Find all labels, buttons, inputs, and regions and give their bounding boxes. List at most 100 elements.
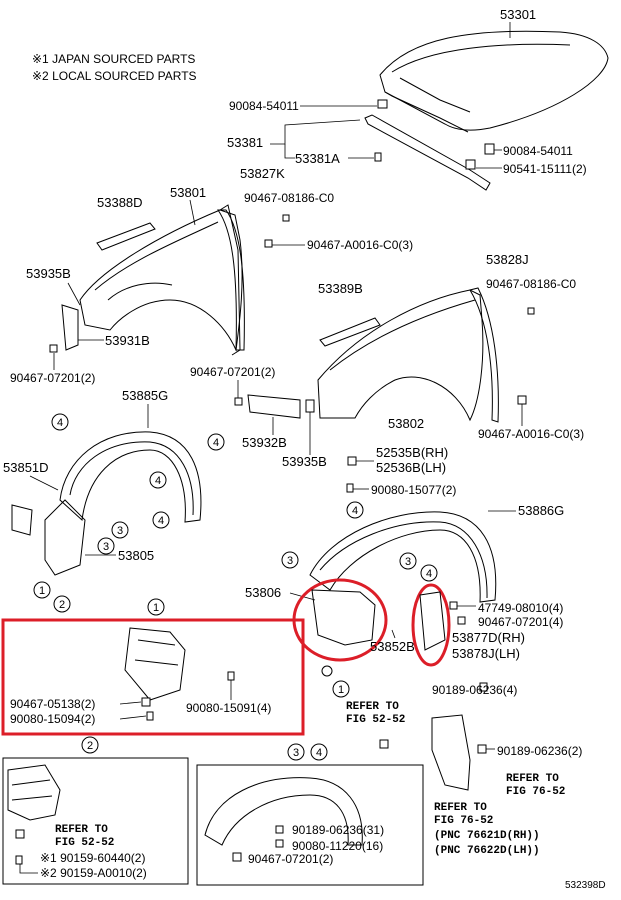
label-hood-clip-right: 90084-54011 bbox=[503, 144, 573, 158]
hood-seal-strip bbox=[364, 114, 491, 191]
inset-3-callout: 3 bbox=[293, 747, 299, 759]
label-clip-07201-left: 90467-07201(2) bbox=[10, 371, 95, 385]
svg-text:1: 1 bbox=[39, 585, 45, 597]
cushion-icon bbox=[465, 159, 476, 170]
lh-mudflap bbox=[247, 394, 301, 419]
inset2-refer-line1: REFER TO bbox=[55, 824, 108, 836]
clip-icon bbox=[484, 143, 495, 155]
label-inset1-clip: 90467-05138(2) bbox=[10, 697, 95, 711]
svg-text:4: 4 bbox=[158, 515, 164, 527]
svg-text:3: 3 bbox=[405, 556, 411, 568]
label-inset1-bolt: 90080-15094(2) bbox=[10, 712, 95, 726]
lh-fender-seal-strip bbox=[319, 317, 381, 347]
nut-icon bbox=[321, 665, 333, 677]
label-clip-07201-mid: 90467-07201(2) bbox=[190, 365, 275, 379]
label-lh-bracket: 53935B bbox=[282, 454, 327, 469]
seal-part bbox=[419, 591, 446, 651]
inset-34-box bbox=[196, 764, 424, 886]
note-local: ※2 LOCAL SOURCED PARTS bbox=[32, 69, 197, 83]
label-protector-lh: 52536B(LH) bbox=[376, 460, 446, 475]
pnc-lh: (PNC 76622D(LH)) bbox=[434, 845, 540, 857]
clip-icon bbox=[377, 99, 388, 109]
label-clip-a0016-left: 90467-A0016-C0(3) bbox=[307, 238, 413, 252]
label-clip-47749: 47749-08010(4) bbox=[478, 601, 563, 615]
label-seal-rh: 53877D(RH) bbox=[452, 630, 525, 645]
pnc-rh: (PNC 76621D(RH)) bbox=[434, 830, 540, 842]
label-inset34-screw: 90189-06236(31) bbox=[292, 823, 384, 837]
svg-text:2: 2 bbox=[59, 599, 65, 611]
label-hood-seal: 53381 bbox=[227, 135, 263, 150]
label-lh-mudflap: 53932B bbox=[242, 435, 287, 450]
label-rh-liner-g: 53885G bbox=[122, 388, 168, 403]
label-rh-bracket: 53935B bbox=[26, 266, 71, 281]
lh-fender-drawing bbox=[317, 287, 499, 423]
label-inset2-bolt2: ※2 90159-A0010(2) bbox=[40, 866, 147, 880]
svg-text:4: 4 bbox=[213, 437, 219, 449]
refer-2-line1: REFER TO bbox=[506, 773, 559, 785]
svg-text:4: 4 bbox=[352, 505, 358, 517]
label-inset1-bolt2: 90080-15091(4) bbox=[186, 701, 271, 715]
label-rr-fender-liner-k: 53827K bbox=[240, 166, 285, 181]
label-inset34-bolt: 90080-11220(16) bbox=[292, 839, 383, 853]
label-hood: 53301 bbox=[500, 7, 536, 22]
label-lh-liner-rear: 53852B bbox=[370, 639, 415, 654]
lh-liner-front-part bbox=[311, 589, 376, 646]
refer-3-line1: REFER TO bbox=[434, 802, 487, 814]
svg-text:1: 1 bbox=[338, 684, 344, 696]
label-screw-06236-a: 90189-06236(4) bbox=[432, 683, 517, 697]
callout-circles: 4 4 4 4 3 3 1 2 4 3 3 4 1 bbox=[33, 413, 438, 698]
rr-fender-liner-k bbox=[217, 209, 245, 351]
diagram-code: 532398D bbox=[565, 880, 606, 891]
lh-liner-drawing bbox=[309, 511, 497, 603]
inset-1-highlight-box bbox=[1, 618, 305, 736]
label-protector-rh: 52535B(RH) bbox=[376, 445, 448, 460]
label-lh-liner-front: 53806 bbox=[245, 585, 281, 600]
label-rh-fender: 53801 bbox=[170, 185, 206, 200]
refer-2-line2: FIG 76-52 bbox=[506, 786, 565, 798]
label-rh-fender-seal: 53388D bbox=[97, 195, 143, 210]
label-rh-liner-d: 53851D bbox=[3, 460, 49, 475]
label-hood-clip-left: 90084-54011 bbox=[229, 99, 299, 113]
refer-3-line2: FIG 76-52 bbox=[434, 815, 493, 827]
rh-fender-seal-strip bbox=[96, 222, 156, 251]
hood-drawing bbox=[379, 30, 609, 133]
svg-text:4: 4 bbox=[57, 417, 63, 429]
label-hood-cushion: 90541-15111(2) bbox=[503, 162, 587, 176]
clip-icon bbox=[374, 152, 382, 162]
label-clip-top-left: 90467-08186-C0 bbox=[244, 191, 334, 205]
note-japan: ※1 JAPAN SOURCED PARTS bbox=[32, 52, 195, 66]
rh-mud-guard bbox=[61, 304, 79, 351]
inset-1-callout: 1 bbox=[153, 602, 159, 614]
label-lh-fender-seal: 53389B bbox=[318, 281, 363, 296]
label-clip-top-right: 90467-08186-C0 bbox=[486, 277, 576, 291]
label-rh-mud-guard: 53931B bbox=[105, 333, 150, 348]
label-inset34-clip: 90467-07201(2) bbox=[248, 852, 333, 866]
inset-2-callout: 2 bbox=[87, 740, 93, 752]
inset2-refer-line2: FIG 52-52 bbox=[55, 837, 114, 849]
inset-2-box bbox=[2, 757, 189, 885]
refer-1-line2: FIG 52-52 bbox=[346, 714, 405, 726]
label-clip-07201-right: 90467-07201(4) bbox=[478, 615, 563, 629]
label-screw-06236-b: 90189-06236(2) bbox=[497, 744, 582, 758]
label-bolt-15077: 90080-15077(2) bbox=[371, 483, 456, 497]
label-lh-fender: 53802 bbox=[388, 416, 424, 431]
rh-fender-drawing bbox=[79, 204, 243, 356]
label-lh-liner-g: 53886G bbox=[518, 503, 564, 518]
label-inset2-bolt1: ※1 90159-60440(2) bbox=[40, 851, 145, 865]
svg-text:3: 3 bbox=[117, 525, 123, 537]
inset-34-part bbox=[204, 777, 363, 846]
mudflap-part bbox=[431, 714, 471, 791]
label-clip-a0016-right: 90467-A0016-C0(3) bbox=[478, 427, 584, 441]
rh-liner-drawing bbox=[44, 431, 202, 576]
refer-1-line1: REFER TO bbox=[346, 701, 399, 713]
label-lh-fender-liner-j: 53828J bbox=[486, 252, 529, 267]
inset-4-callout: 4 bbox=[316, 747, 322, 759]
svg-text:4: 4 bbox=[426, 568, 432, 580]
label-seal-lh: 53878J(LH) bbox=[452, 646, 520, 661]
label-rh-liner-rear: 53805 bbox=[118, 548, 154, 563]
highlight-ellipse-seal bbox=[411, 583, 451, 667]
label-hood-seal-a: 53381A bbox=[295, 151, 340, 166]
inset-1-part bbox=[124, 627, 186, 701]
